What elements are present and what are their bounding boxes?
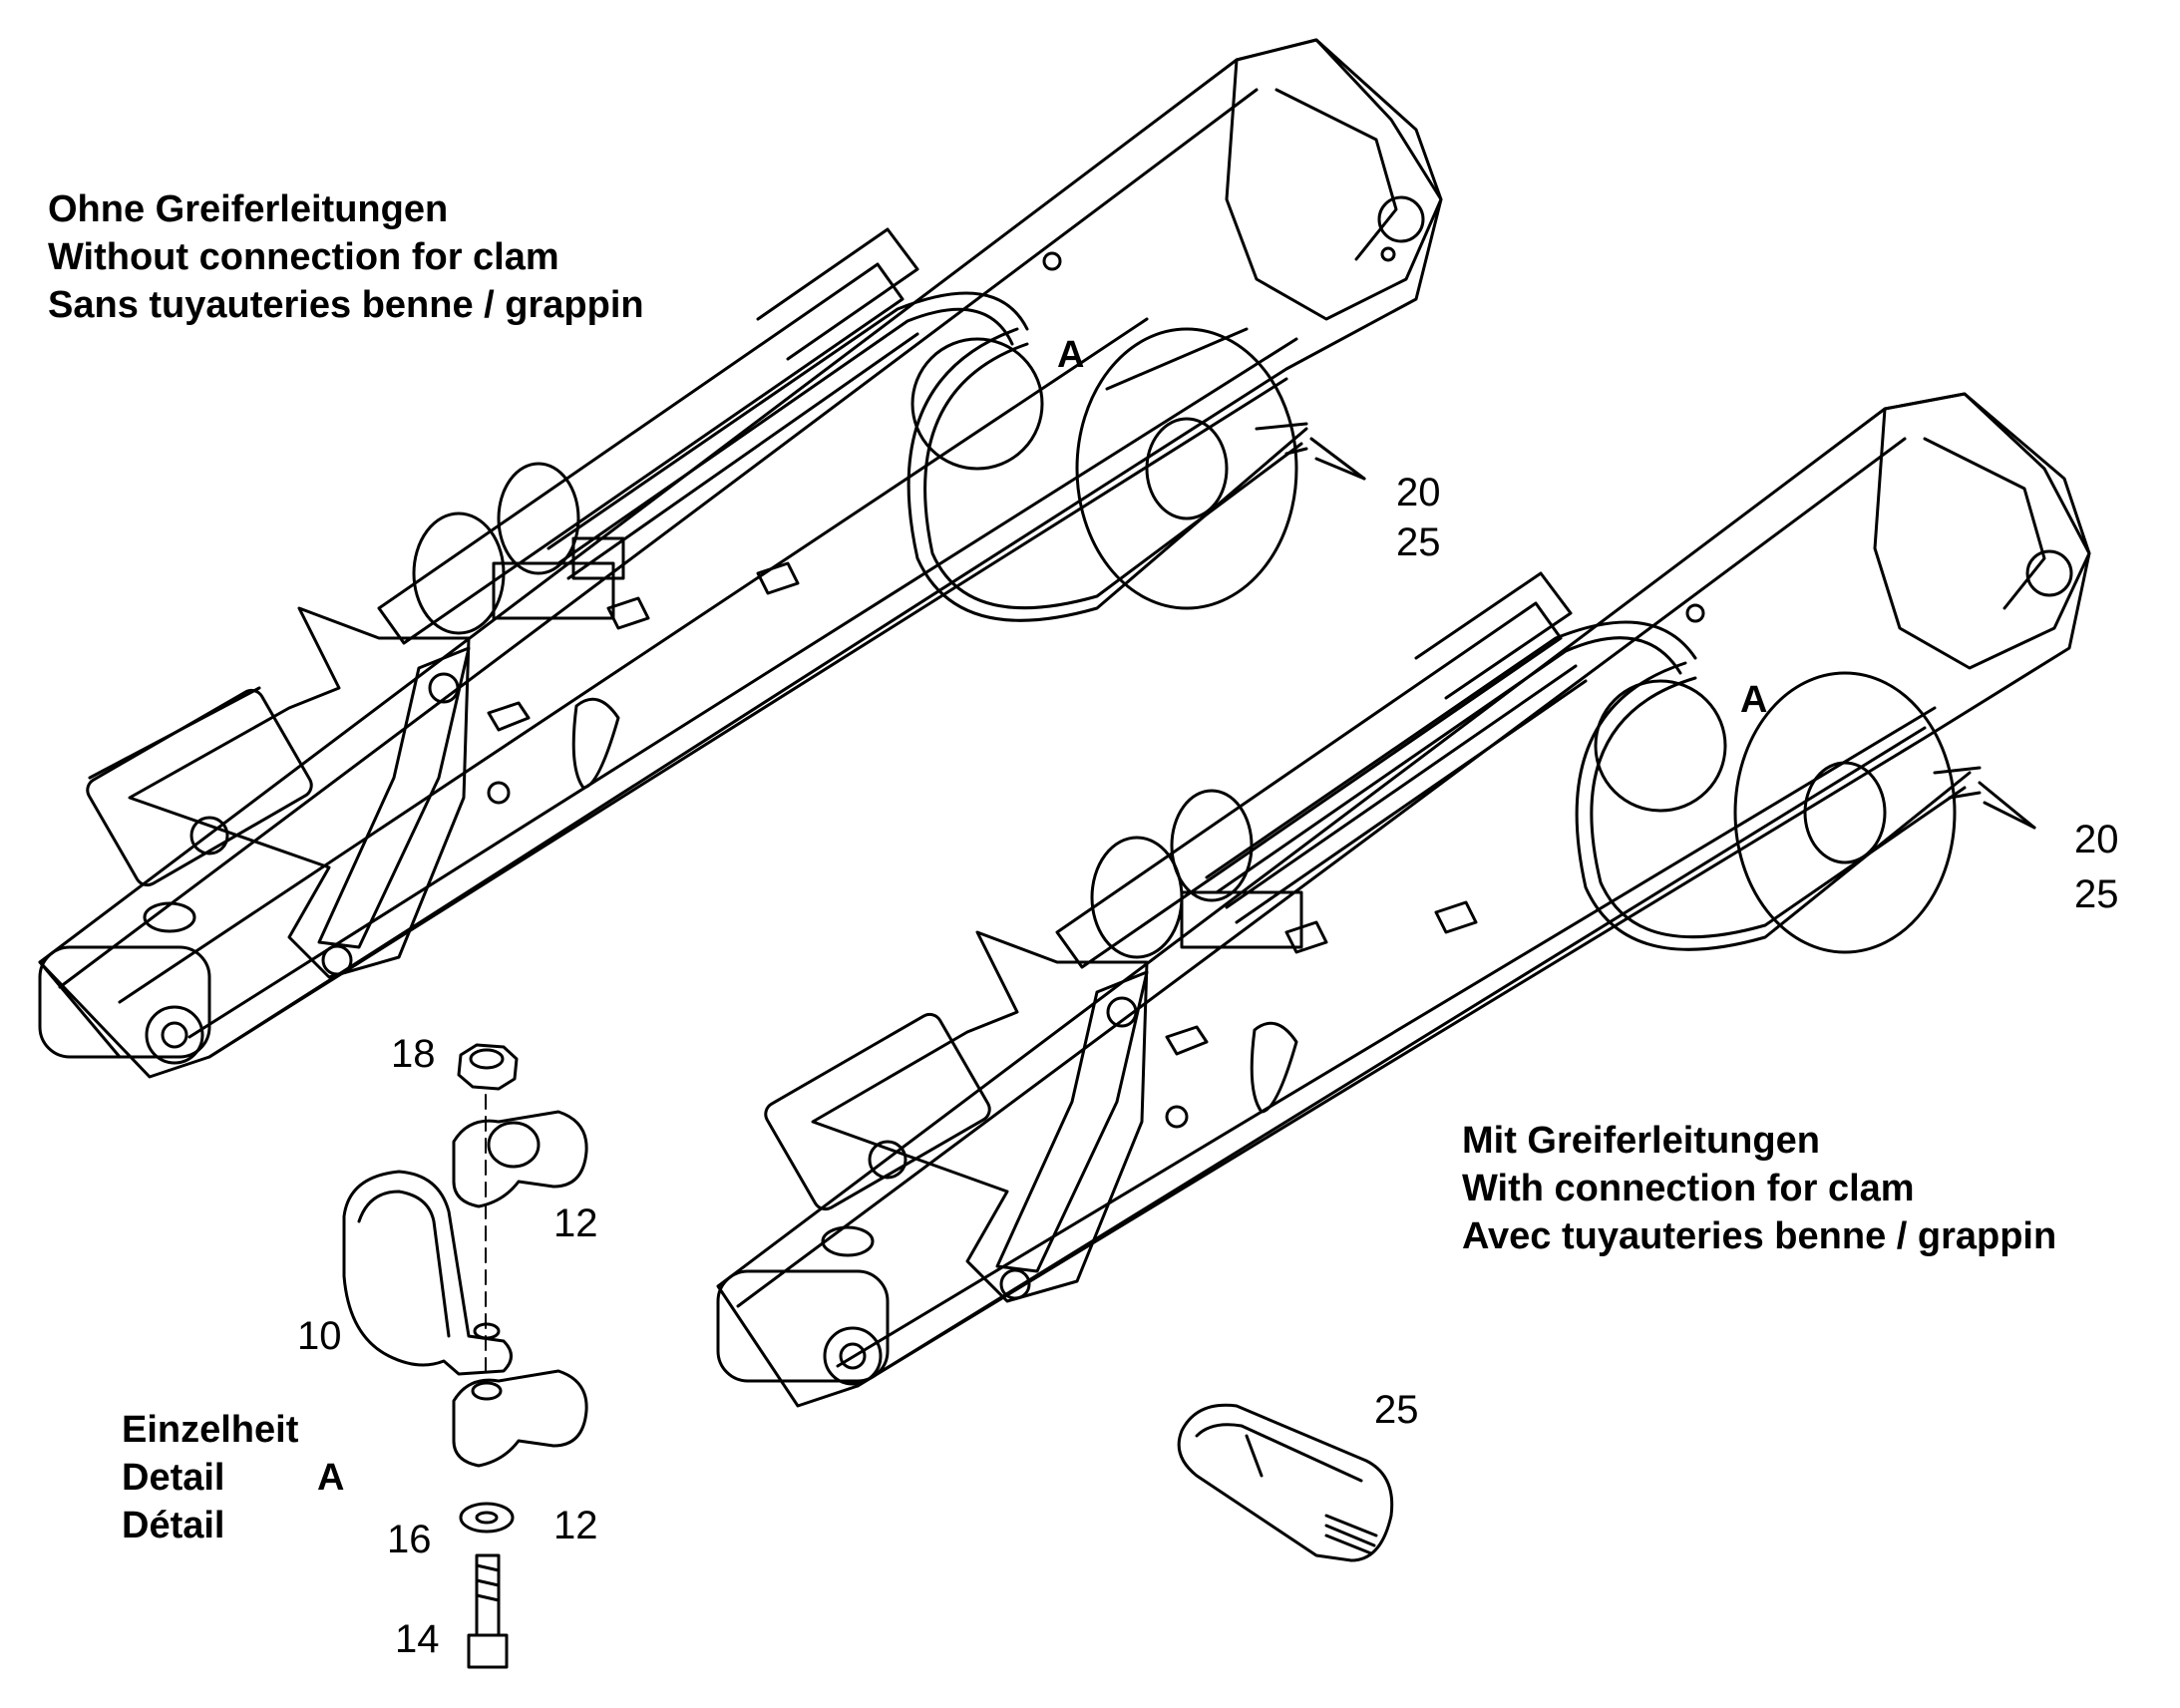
callout-16: 16 (387, 1518, 432, 1561)
strap-illustration (1177, 1403, 1394, 1562)
note-without-de: Ohne Greiferleitungen (48, 188, 449, 230)
note-with-de: Mit Greiferleitungen (1462, 1120, 1820, 1162)
note-detail-fr: Détail (122, 1505, 225, 1546)
callout-25-bottom: 25 (2074, 872, 2119, 916)
note-detail-en: Detail (122, 1457, 225, 1499)
note-with-connection: Mit Greiferleitungen With connection for… (1462, 1117, 2056, 1260)
detail-a-illustration (342, 1043, 588, 1669)
callout-a-bottom: A (1740, 679, 1768, 721)
callout-12-lower: 12 (553, 1504, 598, 1547)
callout-12-upper: 12 (553, 1201, 598, 1245)
note-detail-de: Einzelheit (122, 1409, 299, 1451)
callout-20-top: 20 (1396, 471, 1441, 514)
note-with-en: With connection for clam (1462, 1168, 1915, 1209)
callout-14: 14 (395, 1617, 440, 1661)
note-without-fr: Sans tuyauteries benne / grappin (48, 284, 644, 326)
note-with-fr: Avec tuyauteries benne / grappin (1462, 1215, 2057, 1257)
note-detail: Einzelheit Detail Détail (122, 1406, 298, 1549)
callout-20-bottom: 20 (2074, 818, 2119, 861)
callout-10: 10 (297, 1314, 342, 1358)
callout-25-top: 25 (1396, 520, 1441, 564)
note-without-connection: Ohne Greiferleitungen Without connection… (48, 185, 644, 329)
callout-a-top: A (1057, 334, 1085, 376)
callout-25-strap: 25 (1374, 1388, 1419, 1432)
boom-bottom-illustration (716, 392, 2091, 1408)
callout-18: 18 (391, 1032, 436, 1076)
note-detail-ref: A (317, 1457, 345, 1499)
boom-top-illustration (38, 38, 1443, 1079)
note-without-en: Without connection for clam (48, 236, 559, 278)
